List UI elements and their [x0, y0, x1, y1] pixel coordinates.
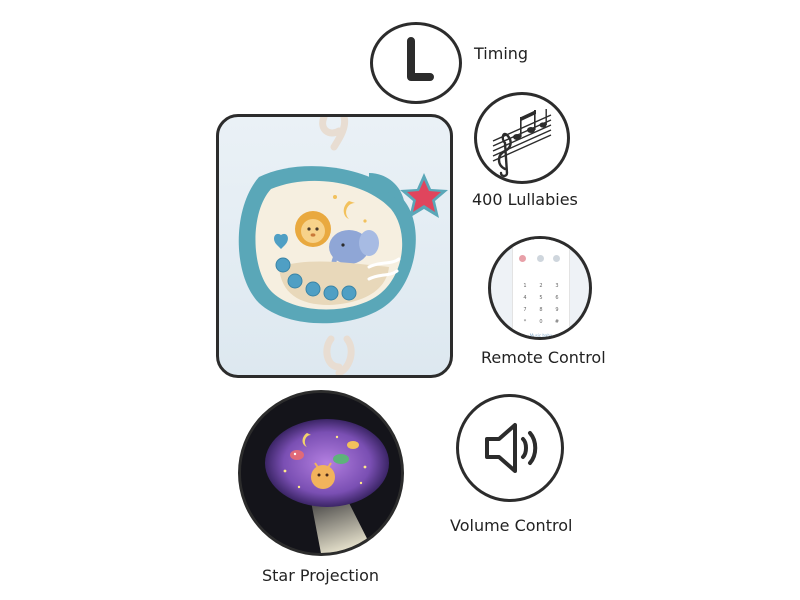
product-photo	[216, 114, 453, 378]
remote-key: 1	[523, 283, 527, 289]
lion-figure	[295, 211, 331, 247]
remote-key: 6	[555, 295, 559, 301]
lullabies-label: 400 Lullabies	[472, 190, 578, 209]
remote-power-indicator	[519, 255, 526, 262]
remote-key: 7	[523, 307, 527, 313]
control-buttons	[275, 257, 357, 301]
heart-button	[274, 233, 288, 249]
timing-circle	[370, 22, 462, 104]
chain-links	[319, 117, 355, 375]
remote-key: 5	[539, 295, 543, 301]
remote-key: #	[554, 319, 560, 325]
projection-label: Star Projection	[262, 566, 380, 585]
remote-key: 3	[555, 283, 559, 289]
remote-key: 4	[523, 295, 527, 301]
remote-key: 8	[539, 307, 543, 313]
star-button	[400, 173, 448, 218]
timing-label: Timing	[474, 44, 529, 63]
remote-brand-text: Music baby	[529, 333, 553, 338]
crib-mobile-device-image	[238, 117, 448, 375]
remote-control-icon: 1 2 3 4 5 6 7 8 9 * 0 # Music baby	[513, 239, 569, 338]
projection-circle	[238, 390, 404, 556]
clock-l-icon	[407, 37, 434, 81]
music-notes-icon	[492, 109, 552, 178]
volume-label: Volume Control	[450, 516, 573, 535]
remote-circle: 1 2 3 4 5 6 7 8 9 * 0 # Music baby	[488, 236, 592, 340]
speaker-icon	[485, 423, 538, 473]
remote-key: 9	[555, 307, 559, 313]
remote-light-indicator	[553, 255, 560, 262]
remote-label: Remote Control	[481, 348, 606, 367]
star-projection-icon	[241, 393, 401, 553]
remote-key: 2	[539, 283, 543, 289]
remote-mode-indicator	[537, 255, 544, 262]
remote-key: 0	[539, 319, 543, 325]
lullabies-circle	[474, 92, 570, 184]
volume-circle	[456, 394, 564, 502]
remote-key: *	[523, 319, 527, 325]
